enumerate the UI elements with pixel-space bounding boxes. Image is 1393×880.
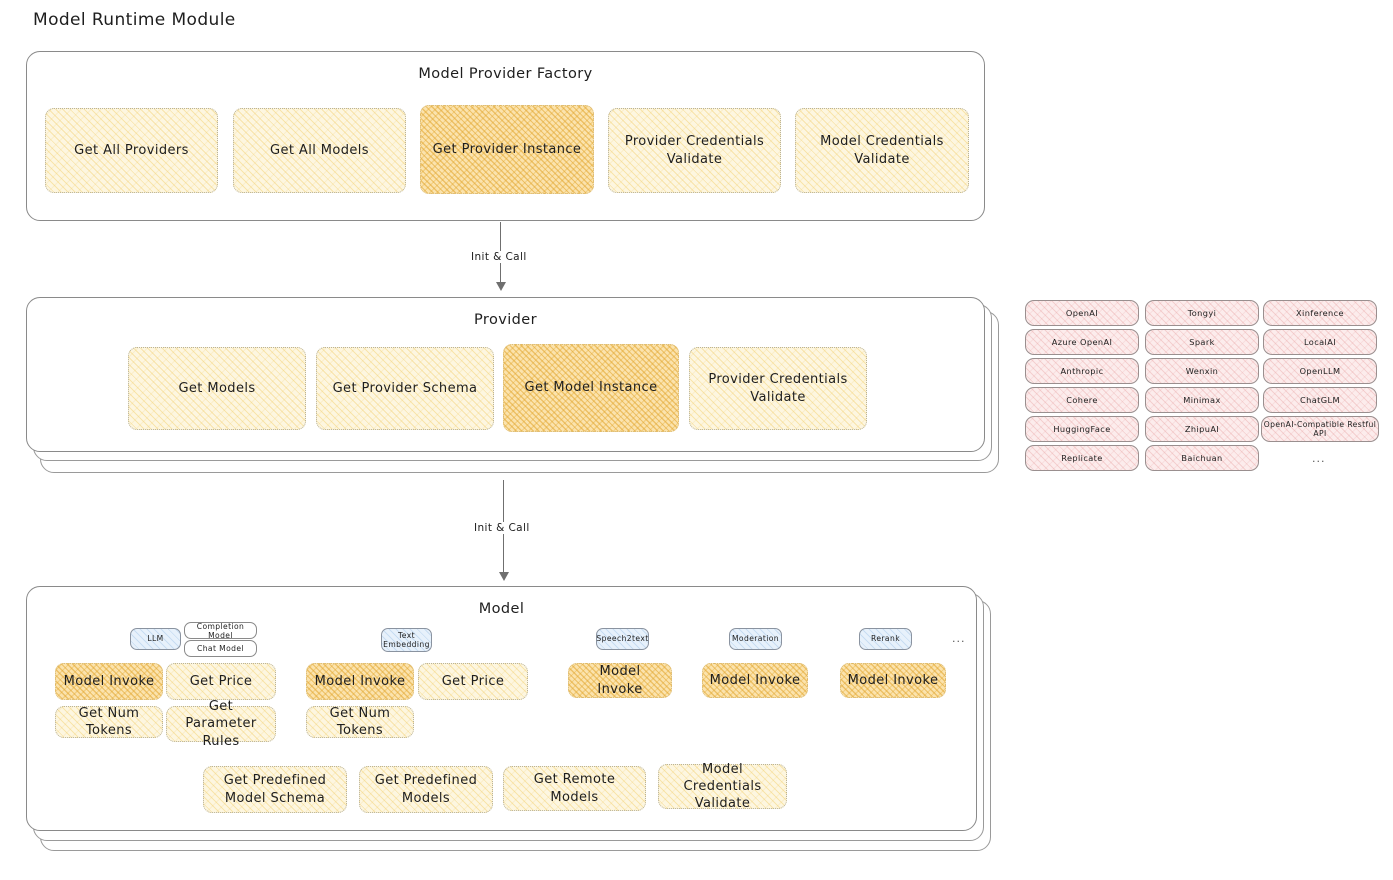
node-rerank-model-invoke[interactable]: Model Invoke: [840, 663, 946, 698]
node-llm-get-num-tokens[interactable]: Get Num Tokens: [55, 706, 163, 738]
node-llm-model-invoke[interactable]: Model Invoke: [55, 663, 163, 700]
arrow-factory-to-provider-head: [496, 282, 506, 291]
node-speech2text-model-invoke[interactable]: Model Invoke: [568, 663, 672, 698]
node-get-provider-instance[interactable]: Get Provider Instance: [420, 105, 594, 194]
node-text-embedding-get-price[interactable]: Get Price: [418, 663, 528, 700]
provider-chip-huggingface[interactable]: HuggingFace: [1025, 416, 1139, 442]
provider-chip-xinference[interactable]: Xinference: [1263, 300, 1377, 326]
node-model-credentials-validate-model[interactable]: Model Credentials Validate: [658, 762, 787, 811]
node-text-embedding-get-num-tokens[interactable]: Get Num Tokens: [306, 706, 414, 738]
provider-chip-localai[interactable]: LocalAI: [1263, 329, 1377, 355]
node-get-models[interactable]: Get Models: [128, 347, 306, 430]
model-type-chip-chat-model[interactable]: Chat Model: [184, 640, 257, 657]
provider-chip-anthropic[interactable]: Anthropic: [1025, 358, 1139, 384]
provider-chip-wenxin[interactable]: Wenxin: [1145, 358, 1259, 384]
provider-chip-openai[interactable]: OpenAI: [1025, 300, 1139, 326]
node-moderation-model-invoke[interactable]: Model Invoke: [702, 663, 808, 698]
model-type-chip-text-embedding[interactable]: Text Embedding: [381, 628, 432, 652]
provider-chip-ellipsis: ...: [1312, 452, 1326, 465]
provider-chip-zhipuai[interactable]: ZhipuAI: [1145, 416, 1259, 442]
node-provider-credentials-validate-factory[interactable]: Provider Credentials Validate: [608, 108, 781, 193]
model-type-chip-ellipsis: ...: [952, 632, 966, 645]
provider-chip-spark[interactable]: Spark: [1145, 329, 1259, 355]
arrow-label-init-call-1: Init & Call: [467, 251, 531, 263]
node-get-model-instance[interactable]: Get Model Instance: [503, 344, 679, 432]
provider-chip-openllm[interactable]: OpenLLM: [1263, 358, 1377, 384]
node-llm-get-parameter-rules[interactable]: Get Parameter Rules: [166, 699, 276, 749]
node-text-embedding-model-invoke[interactable]: Model Invoke: [306, 663, 414, 700]
provider-chip-azure-openai[interactable]: Azure OpenAI: [1025, 329, 1139, 355]
provider-chip-tongyi[interactable]: Tongyi: [1145, 300, 1259, 326]
model-type-chip-completion-model[interactable]: Completion Model: [184, 622, 257, 640]
node-get-remote-models[interactable]: Get Remote Models: [503, 766, 646, 811]
node-get-provider-schema[interactable]: Get Provider Schema: [316, 347, 494, 430]
arrow-label-init-call-2: Init & Call: [470, 522, 534, 534]
node-llm-get-price[interactable]: Get Price: [166, 663, 276, 700]
node-get-predefined-models[interactable]: Get Predefined Models: [359, 766, 493, 813]
model-type-chip-rerank[interactable]: Rerank: [859, 628, 912, 650]
panel-title-model: Model: [478, 601, 525, 617]
provider-chip-cohere[interactable]: Cohere: [1025, 387, 1139, 413]
model-type-chip-llm[interactable]: LLM: [130, 628, 181, 650]
node-get-predefined-model-schema[interactable]: Get Predefined Model Schema: [203, 766, 347, 813]
provider-chip-chatglm[interactable]: ChatGLM: [1263, 387, 1377, 413]
provider-chip-baichuan[interactable]: Baichuan: [1145, 445, 1259, 471]
provider-chip-replicate[interactable]: Replicate: [1025, 445, 1139, 471]
node-model-credentials-validate-factory[interactable]: Model Credentials Validate: [795, 108, 969, 193]
page-title: Model Runtime Module: [33, 10, 236, 30]
provider-chip-openai-compatible-restful-api[interactable]: OpenAI-Compatible Restful API: [1261, 416, 1379, 442]
provider-chip-minimax[interactable]: Minimax: [1145, 387, 1259, 413]
node-get-all-models[interactable]: Get All Models: [233, 108, 406, 193]
node-get-all-providers[interactable]: Get All Providers: [45, 108, 218, 193]
model-type-chip-moderation[interactable]: Moderation: [729, 628, 782, 650]
arrow-provider-to-model-head: [499, 572, 509, 581]
node-provider-credentials-validate[interactable]: Provider Credentials Validate: [689, 347, 867, 430]
panel-title-provider: Provider: [474, 312, 537, 328]
panel-title-factory: Model Provider Factory: [418, 66, 593, 82]
model-type-chip-speech2text[interactable]: Speech2text: [596, 628, 649, 650]
